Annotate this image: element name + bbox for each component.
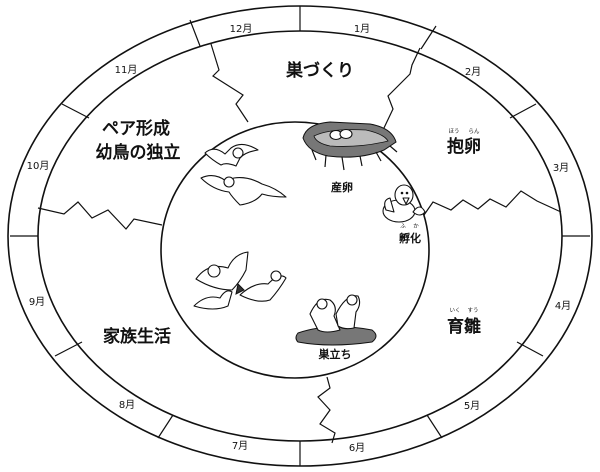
month-labels: 1月 2月 3月 4月 5月 6月 7月 8月 9月 10月 11月 12月 [27,23,572,454]
phase-boundaries [37,43,562,444]
inner-circle [160,121,430,379]
month-label-1: 1月 [354,23,370,35]
month-label-10: 10月 [27,160,50,172]
rearing-ruby-2: すう [467,307,478,314]
phase-label-incubation: 抱卵 [447,136,481,157]
flying-pair-illustration [200,143,287,206]
phase-label-rearing: 育雛 [447,316,481,337]
month-label-5: 5月 [464,400,480,412]
month-label-4: 4月 [555,300,571,312]
month-label-9: 9月 [29,296,45,308]
hatchling-illustration [382,184,426,223]
phase-label-nest-building: 巣づくり [285,60,354,81]
month-label-3: 3月 [553,162,569,174]
month-label-8: 8月 [119,399,135,411]
month-label-7: 7月 [232,440,248,452]
inner-label-egg-laying: 産卵 [331,180,353,194]
middle-ring [37,30,563,442]
inner-label-hatching: 孵化 [399,231,421,245]
family-birds-illustration [193,251,287,310]
month-label-2: 2月 [465,66,481,78]
phase-label-pairing-line2: 幼鳥の独立 [96,142,181,163]
month-label-12: 12月 [230,23,253,35]
hatching-ruby-1: ふ [400,223,406,230]
hatching-ruby-2: か [413,223,419,230]
nest-with-eggs-illustration [302,121,398,171]
rearing-ruby-1: いく [449,307,460,314]
incubation-ruby-2: らん [468,128,480,135]
month-dividers [10,6,590,466]
month-label-6: 6月 [349,442,365,454]
fledgling-illustration [295,294,377,346]
month-label-11: 11月 [115,64,138,76]
phase-label-family-life: 家族生活 [103,326,171,347]
inner-label-fledging: 巣立ち [318,347,352,361]
incubation-ruby-1: ほう [448,128,459,135]
phase-label-pairing-line1: ペア形成 [102,118,170,139]
